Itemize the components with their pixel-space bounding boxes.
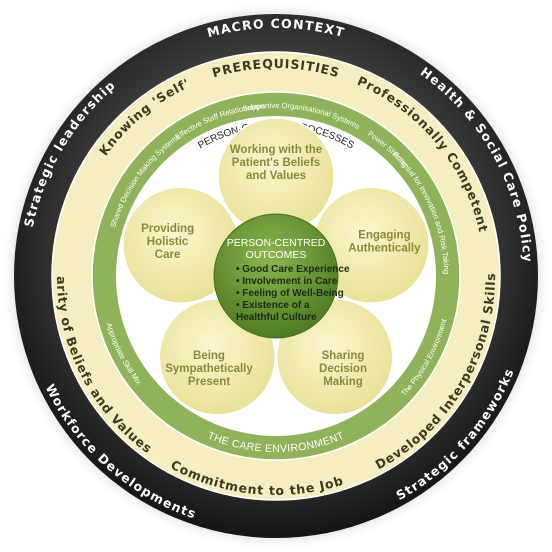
petal-5-line-1: Providing	[141, 223, 194, 235]
petal-2-line-2: Authentically	[348, 242, 421, 254]
outcome-item-1: • Good Care Experience	[236, 264, 350, 275]
petal-4-line-3: Present	[188, 376, 230, 388]
petal-4-line-2: Sympathetically	[165, 363, 253, 375]
petal-1-line-2: Patient's Beliefs	[232, 157, 320, 169]
petal-1-line-3: and Values	[246, 170, 306, 182]
outcome-item-4: • Existence of a	[236, 300, 310, 311]
care-environment-ring-border	[91, 91, 461, 461]
outcome-item-3: • Feeling of Well-Being	[236, 288, 344, 299]
petal-3-line-3: Making	[323, 376, 363, 388]
outcomes-title-line-2: OUTCOMES	[246, 249, 307, 261]
petal-5-line-2: Holistic	[147, 236, 189, 248]
petal-4-line-1: Being	[193, 350, 225, 362]
petal-3-line-2: Decision	[319, 363, 367, 375]
prerequisites-ring-border	[51, 51, 501, 501]
petal-2-line-1: Engaging	[358, 229, 410, 241]
outcomes-list: • Good Care Experience• Involvement in C…	[236, 264, 350, 323]
petal-5-line-3: Care	[155, 249, 181, 261]
petal-3-line-1: Sharing	[322, 350, 365, 362]
outcomes-circle	[213, 213, 339, 339]
outcomes-title-line-1: PERSON-CENTRED	[227, 237, 326, 249]
outcome-item-2: • Involvement in Care	[236, 276, 338, 287]
outcome-item-5: Healthful Culture	[236, 312, 317, 323]
petal-1-line-1: Working with the	[230, 144, 322, 156]
